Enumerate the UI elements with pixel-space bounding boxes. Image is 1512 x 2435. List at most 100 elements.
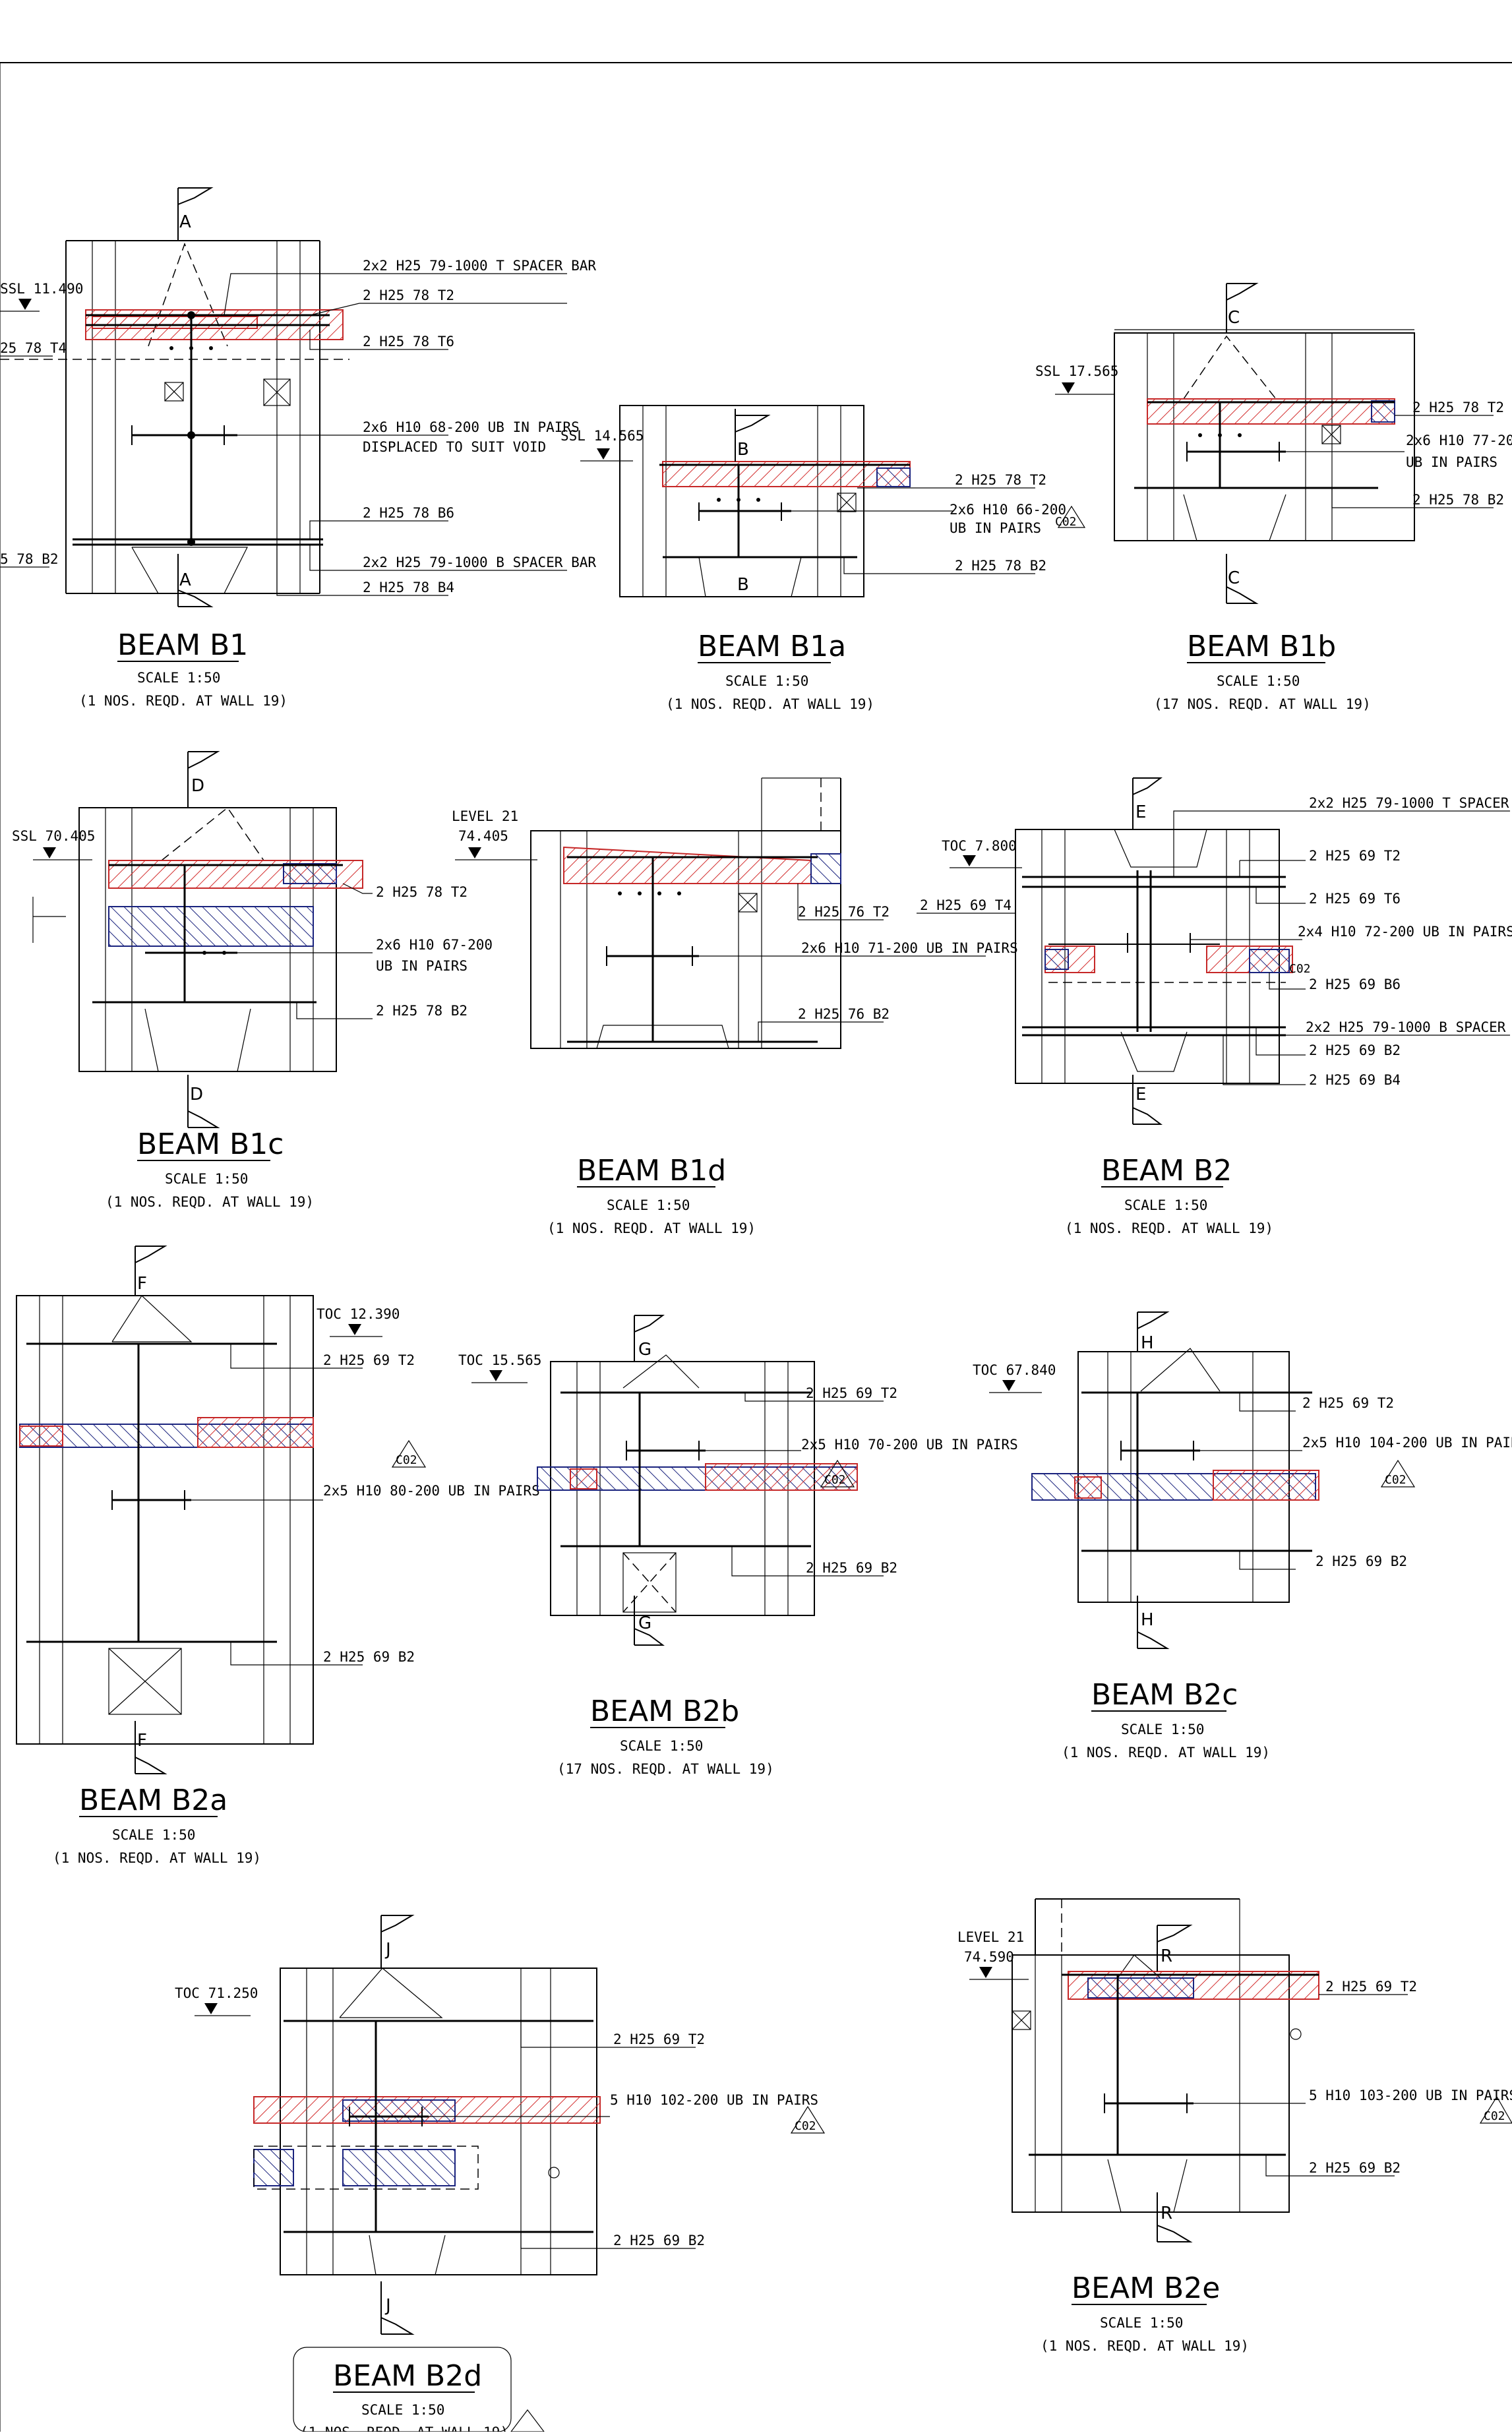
beam-b2d-title: BEAM B2d	[333, 2359, 482, 2393]
beam-b2d-slab-lower	[342, 2149, 456, 2186]
beam-b1b-note-t2: 2 H25 78 T2	[1412, 400, 1504, 415]
beam-b2e-note-b2: 2 H25 69 B2	[1309, 2160, 1401, 2176]
beam-b1a-scale: SCALE 1:50	[725, 673, 808, 689]
beam-b1a-reqd: (1 NOS. REQD. AT WALL 19)	[666, 696, 874, 712]
beam-b1b-section-bottom: C	[1228, 568, 1240, 588]
beam-b2a-note-b2: 2 H25 69 B2	[323, 1649, 415, 1665]
beam-b2-detail: E E TOC 7.800 2x2 H25 79-1000 T SPACER B…	[917, 777, 1512, 1236]
beam-b2d-section-bottom: J	[384, 2296, 391, 2316]
beam-b1-section-top: A	[179, 212, 191, 232]
beam-b1c-section-bottom: D	[190, 1085, 203, 1104]
beam-b2-note-t2: 2 H25 69 T2	[1309, 848, 1401, 864]
beam-b2a-detail: F F TOC 12.390 2 H25 69 T2 2x5 H10 80-20…	[16, 1246, 540, 1866]
beam-b2a-scale: SCALE 1:50	[112, 1827, 195, 1843]
beam-b2a-note-t2: 2 H25 69 T2	[323, 1352, 415, 1368]
beam-b2b-note-t2: 2 H25 69 T2	[806, 1385, 897, 1401]
beam-b1d-reqd: (1 NOS. REQD. AT WALL 19)	[547, 1220, 756, 1236]
beam-b2e-detail: R R LEVEL 21 74.590 2 H25 69 T2 5 H10 10…	[957, 1898, 1512, 2354]
beam-b1a-note-links: 2x6 H10 66-200	[950, 502, 1066, 518]
beam-b1-note-t6: 2 H25 78 T6	[363, 334, 454, 349]
beam-b2a-section-top: F	[137, 1274, 147, 1294]
beam-b2d-note-t2: 2 H25 69 T2	[613, 2031, 705, 2047]
beam-b1d-note-b2: 2 H25 76 B2	[798, 1006, 890, 1022]
beam-b1d-detail: LEVEL 21 74.405 2 H25 76 T2 2x6 H10 71-2…	[452, 777, 1018, 1236]
beam-b1b-title: BEAM B1b	[1187, 630, 1336, 663]
beam-b2e-revision: C02	[1484, 2109, 1505, 2123]
beam-b2a-note-links: 2x5 H10 80-200 UB IN PAIRS	[323, 1483, 540, 1499]
beam-b1c-detail: D D SSL 70.405 2 H25 78 T2 2x6 H10 67-20…	[12, 751, 493, 1210]
beam-b2b-section-bottom: G	[638, 1613, 651, 1633]
beam-b1-note-b4: 2 H25 78 B4	[363, 580, 454, 595]
beam-b1-title: BEAM B1	[117, 628, 248, 662]
beam-b1-note-spacer-bottom: 2x2 H25 79-1000 B SPACER BAR	[363, 555, 596, 570]
beam-b2d-scale: SCALE 1:50	[361, 2402, 444, 2418]
beam-b2c-note-links: 2x5 H10 104-200 UB IN PAIRS	[1302, 1435, 1512, 1451]
beam-b2-note-b4: 2 H25 69 B4	[1309, 1072, 1401, 1088]
beam-b2d-detail: J J TOC 71.250 2 H25 69 T2 5 H10 102-200…	[175, 1915, 826, 2435]
beam-b1d-title: BEAM B1d	[577, 1154, 726, 1187]
beam-b1c-slab-lower	[108, 906, 314, 947]
beam-b2e-scale: SCALE 1:50	[1100, 2315, 1183, 2331]
beam-b1d-slab	[563, 846, 812, 884]
beam-b2e-note-links: 5 H10 103-200 UB IN PAIRS	[1309, 2088, 1512, 2103]
beam-b2d-note-links: 5 H10 102-200 UB IN PAIRS	[610, 2092, 818, 2108]
beam-b1c-note-links: 2x6 H10 67-200	[376, 937, 493, 953]
beam-b1-level: SSL 11.490	[0, 281, 83, 297]
beam-b1d-level-label: LEVEL 21	[452, 808, 518, 824]
beam-b2b-scale: SCALE 1:50	[620, 1738, 703, 1754]
beam-b2d-note-b2: 2 H25 69 B2	[613, 2233, 705, 2248]
beam-b1b-note-pairs: UB IN PAIRS	[1406, 454, 1497, 470]
beam-b2c-reqd: (1 NOS. REQD. AT WALL 19)	[1062, 1745, 1270, 1760]
beam-b2b-title: BEAM B2b	[590, 1695, 739, 1728]
beam-b2-note-spacer-top: 2x2 H25 79-1000 T SPACER BAR	[1309, 795, 1512, 811]
beam-b1c-reqd: (1 NOS. REQD. AT WALL 19)	[106, 1194, 314, 1210]
beam-b2b-reqd: (17 NOS. REQD. AT WALL 19)	[557, 1761, 774, 1777]
beam-b1a-revision: C02	[1055, 515, 1077, 529]
beam-b2-note-spacer-bottom: 2x2 H25 79-1000 B SPACER BAR	[1306, 1019, 1512, 1035]
beam-b2b-level: TOC 15.565	[458, 1352, 541, 1368]
beam-b2d-level: TOC 71.250	[175, 1985, 258, 2001]
beam-b2d-reqd: (1 NOS. REQD. AT WALL 19)	[300, 2424, 508, 2432]
beam-b2-reqd: (1 NOS. REQD. AT WALL 19)	[1065, 1220, 1273, 1236]
beam-b1d-note-t2: 2 H25 76 T2	[798, 904, 890, 920]
beam-b1c-scale: SCALE 1:50	[165, 1171, 248, 1187]
beam-b2b-detail: G G TOC 15.565 2 H25 69 T2 2x5 H10 70-20…	[458, 1315, 1018, 1777]
beam-b2-revision: C02	[1289, 962, 1311, 976]
beam-b1b-detail: C C SSL 17.565 2 H25 78 T2 2x6 H10 77-20…	[1035, 283, 1512, 712]
beam-b1a-note-t2: 2 H25 78 T2	[955, 472, 1046, 488]
beam-b1d-level: 74.405	[458, 828, 508, 844]
beam-b1-note-b6: 2 H25 78 B6	[363, 505, 454, 521]
beam-b1c-note-b2: 2 H25 78 B2	[376, 1003, 468, 1019]
beam-b1a-detail: B B SSL 14.565 2 H25 78 T2 2x6 H10 66-20…	[560, 405, 1086, 712]
beam-b2a-title: BEAM B2a	[79, 1784, 227, 1817]
beam-b1c-section-top: D	[191, 776, 204, 796]
beam-b1c-title: BEAM B1c	[137, 1127, 284, 1161]
beam-b2c-revision: C02	[1385, 1473, 1406, 1487]
beam-b2a-reqd: (1 NOS. REQD. AT WALL 19)	[53, 1850, 261, 1866]
beam-b2-level: TOC 7.800	[942, 838, 1017, 854]
beam-b1a-note-b2: 2 H25 78 B2	[955, 558, 1046, 574]
beam-b1a-note-pairs: UB IN PAIRS	[950, 520, 1041, 536]
beam-b1a-title: BEAM B1a	[698, 630, 846, 663]
beam-b2a-revision: C02	[396, 1453, 417, 1467]
beam-b2-title: BEAM B2	[1101, 1154, 1232, 1187]
beam-b1-note-spacer-top: 2x2 H25 79-1000 T SPACER BAR	[363, 258, 596, 274]
beam-b1-note-b2: 5 78 B2	[0, 551, 59, 567]
beam-b2c-title: BEAM B2c	[1091, 1678, 1238, 1712]
beam-b1b-scale: SCALE 1:50	[1217, 673, 1300, 689]
beam-b1b-note-b2: 2 H25 78 B2	[1412, 492, 1504, 508]
beam-b2-note-b2: 2 H25 69 B2	[1309, 1042, 1401, 1058]
beam-b1b-section-top: C	[1228, 308, 1240, 328]
beam-b2c-section-bottom: H	[1141, 1610, 1154, 1630]
beam-b2e-reqd: (1 NOS. REQD. AT WALL 19)	[1041, 2338, 1249, 2354]
beam-b1-detail: A A SSL 11.490 2x2 H25 79-1000 T SPACER …	[0, 187, 596, 709]
beam-b1-section-bottom: A	[179, 570, 191, 590]
beam-b1b-level: SSL 17.565	[1035, 363, 1118, 379]
beam-b1c-note-t2: 2 H25 78 T2	[376, 884, 468, 900]
beam-b1-note-t4: 25 78 T4	[0, 340, 67, 356]
beam-b1c-level: SSL 70.405	[12, 828, 95, 844]
beam-b2c-note-t2: 2 H25 69 T2	[1302, 1395, 1394, 1411]
beam-b2-section-bottom: E	[1135, 1085, 1146, 1104]
beam-b2-note-t4: 2 H25 69 T4	[920, 897, 1012, 913]
beam-b2d-section-top: J	[384, 1940, 391, 1960]
